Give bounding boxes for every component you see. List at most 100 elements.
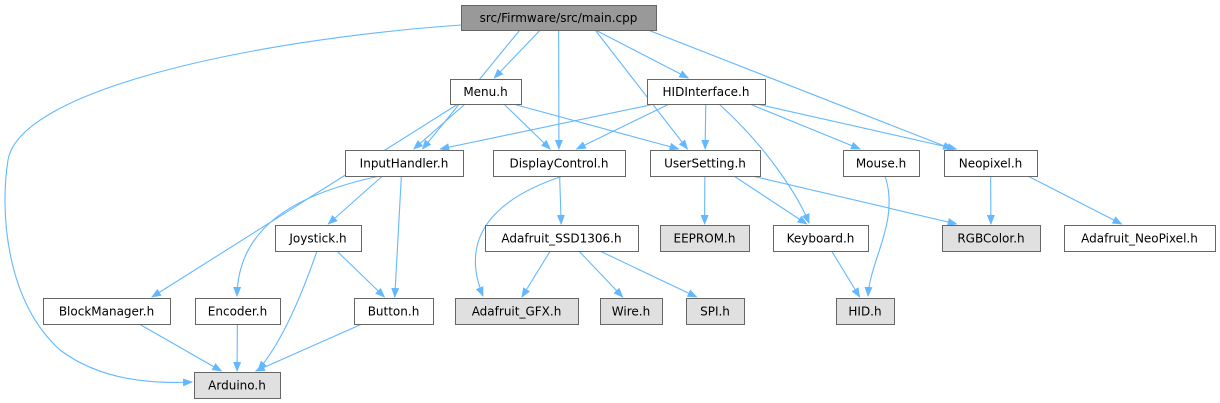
node-box [1064,225,1216,252]
node-box [195,298,281,325]
node-box [485,225,639,252]
node-label: HIDInterface.h [663,85,750,99]
node-box [493,150,626,177]
node-rgbcolor[interactable]: RGBColor.h [942,225,1041,252]
node-joystick[interactable]: Joystick.h [275,225,362,252]
node-adafruit-ssd1306[interactable]: Adafruit_SSD1306.h [485,225,639,252]
node-label: Neopixel.h [959,157,1023,171]
node-menu[interactable]: Menu.h [450,79,522,105]
edge-user_setting-to-keyboard [733,175,808,225]
node-adafruit-gfx[interactable]: Adafruit_GFX.h [455,298,579,325]
node-neopixel[interactable]: Neopixel.h [944,150,1038,177]
edge-main-to-user_setting [594,29,689,150]
node-box [650,150,761,177]
edge-button-to-arduino [254,323,363,372]
edge-adafruit_ssd1306-to-spi [599,250,698,298]
node-label: Mouse.h [856,157,906,171]
node-hid-interface[interactable]: HIDInterface.h [647,79,766,105]
node-label: SPI.h [700,305,730,319]
node-box [43,298,171,325]
node-label: DisplayControl.h [509,157,608,171]
node-box [944,150,1038,177]
node-label: Adafruit_NeoPixel.h [1081,232,1198,246]
node-eeprom[interactable]: EEPROM.h [660,225,750,252]
node-adafruit-neopixel[interactable]: Adafruit_NeoPixel.h [1064,225,1216,252]
node-label: InputHandler.h [360,157,449,171]
edge-menu-to-input_handler [413,103,466,150]
edge-main-to-menu [493,29,541,79]
edge-hid_interface-to-neopixel [756,103,958,151]
node-main[interactable]: src/Firmware/src/main.cpp [461,5,657,31]
edge-hid_interface-to-user_setting [701,103,710,150]
node-label: RGBColor.h [957,232,1024,246]
node-box [600,298,663,325]
node-box [194,372,281,399]
edge-main-to-neopixel [647,29,953,150]
edge-neopixel-to-adafruit_neopixel [1027,175,1123,225]
node-wire[interactable]: Wire.h [600,298,663,325]
node-box [686,298,745,325]
node-box [354,298,434,325]
edge-hid_interface-to-display_control [575,103,670,150]
node-spi[interactable]: SPI.h [686,298,745,325]
node-hid[interactable]: HID.h [836,298,895,325]
node-label: BlockManager.h [59,305,154,319]
node-arduino[interactable]: Arduino.h [194,372,281,399]
node-label: EEPROM.h [674,232,736,246]
node-box [345,150,464,177]
node-box [843,150,920,177]
edge-hid_interface-to-keyboard [718,103,810,224]
edge-hid_interface-to-input_handler [439,103,656,152]
edge-input_handler-to-button [391,175,402,298]
edges-layer [4,24,1123,387]
node-label: Keyboard.h [787,232,855,246]
edge-joystick-to-arduino [257,250,318,371]
node-keyboard[interactable]: Keyboard.h [773,225,869,252]
node-label: Wire.h [612,305,650,319]
node-label: Adafruit_GFX.h [472,305,562,319]
edge-input_handler-to-joystick [327,175,383,225]
edge-adafruit_ssd1306-to-adafruit_gfx [521,250,551,298]
node-block-manager[interactable]: BlockManager.h [43,298,171,325]
edge-display_control-to-adafruit_ssd1306 [556,175,565,225]
edge-block_manager-to-arduino [138,323,223,372]
node-label: HID.h [848,305,881,319]
node-mouse[interactable]: Mouse.h [843,150,920,177]
node-box [942,225,1041,252]
node-display-control[interactable]: DisplayControl.h [493,150,626,177]
edge-display_control-to-adafruit_gfx [474,175,564,297]
node-label: src/Firmware/src/main.cpp [480,11,638,25]
node-label: Adafruit_SSD1306.h [501,232,621,246]
edge-keyboard-to-hid [831,250,861,298]
node-box [455,298,579,325]
node-user-setting[interactable]: UserSetting.h [650,150,761,177]
node-box [647,79,766,105]
edge-input_handler-to-encoder [233,175,381,297]
node-box [275,225,362,252]
node-box [461,5,657,31]
edge-mouse-to-hid [864,175,890,297]
node-label: Joystick.h [288,232,346,246]
edge-menu-to-display_control [503,103,551,150]
node-label: UserSetting.h [664,157,746,171]
node-box [660,225,750,252]
node-label: Button.h [368,305,420,319]
edge-user_setting-to-rgbcolor [751,175,958,226]
node-label: Menu.h [463,85,507,99]
edge-hid_interface-to-mouse [749,103,861,150]
node-box [450,79,522,105]
edge-main-to-arduino [4,24,462,387]
node-button[interactable]: Button.h [354,298,434,325]
edge-adafruit_ssd1306-to-wire [578,250,624,298]
edge-menu-to-user_setting [512,103,680,151]
node-label: Arduino.h [208,379,266,393]
node-box [773,225,869,252]
edge-joystick-to-button [336,250,386,298]
node-input-handler[interactable]: InputHandler.h [345,150,464,177]
node-box [836,298,895,325]
node-label: Encoder.h [208,305,267,319]
node-encoder[interactable]: Encoder.h [195,298,281,325]
